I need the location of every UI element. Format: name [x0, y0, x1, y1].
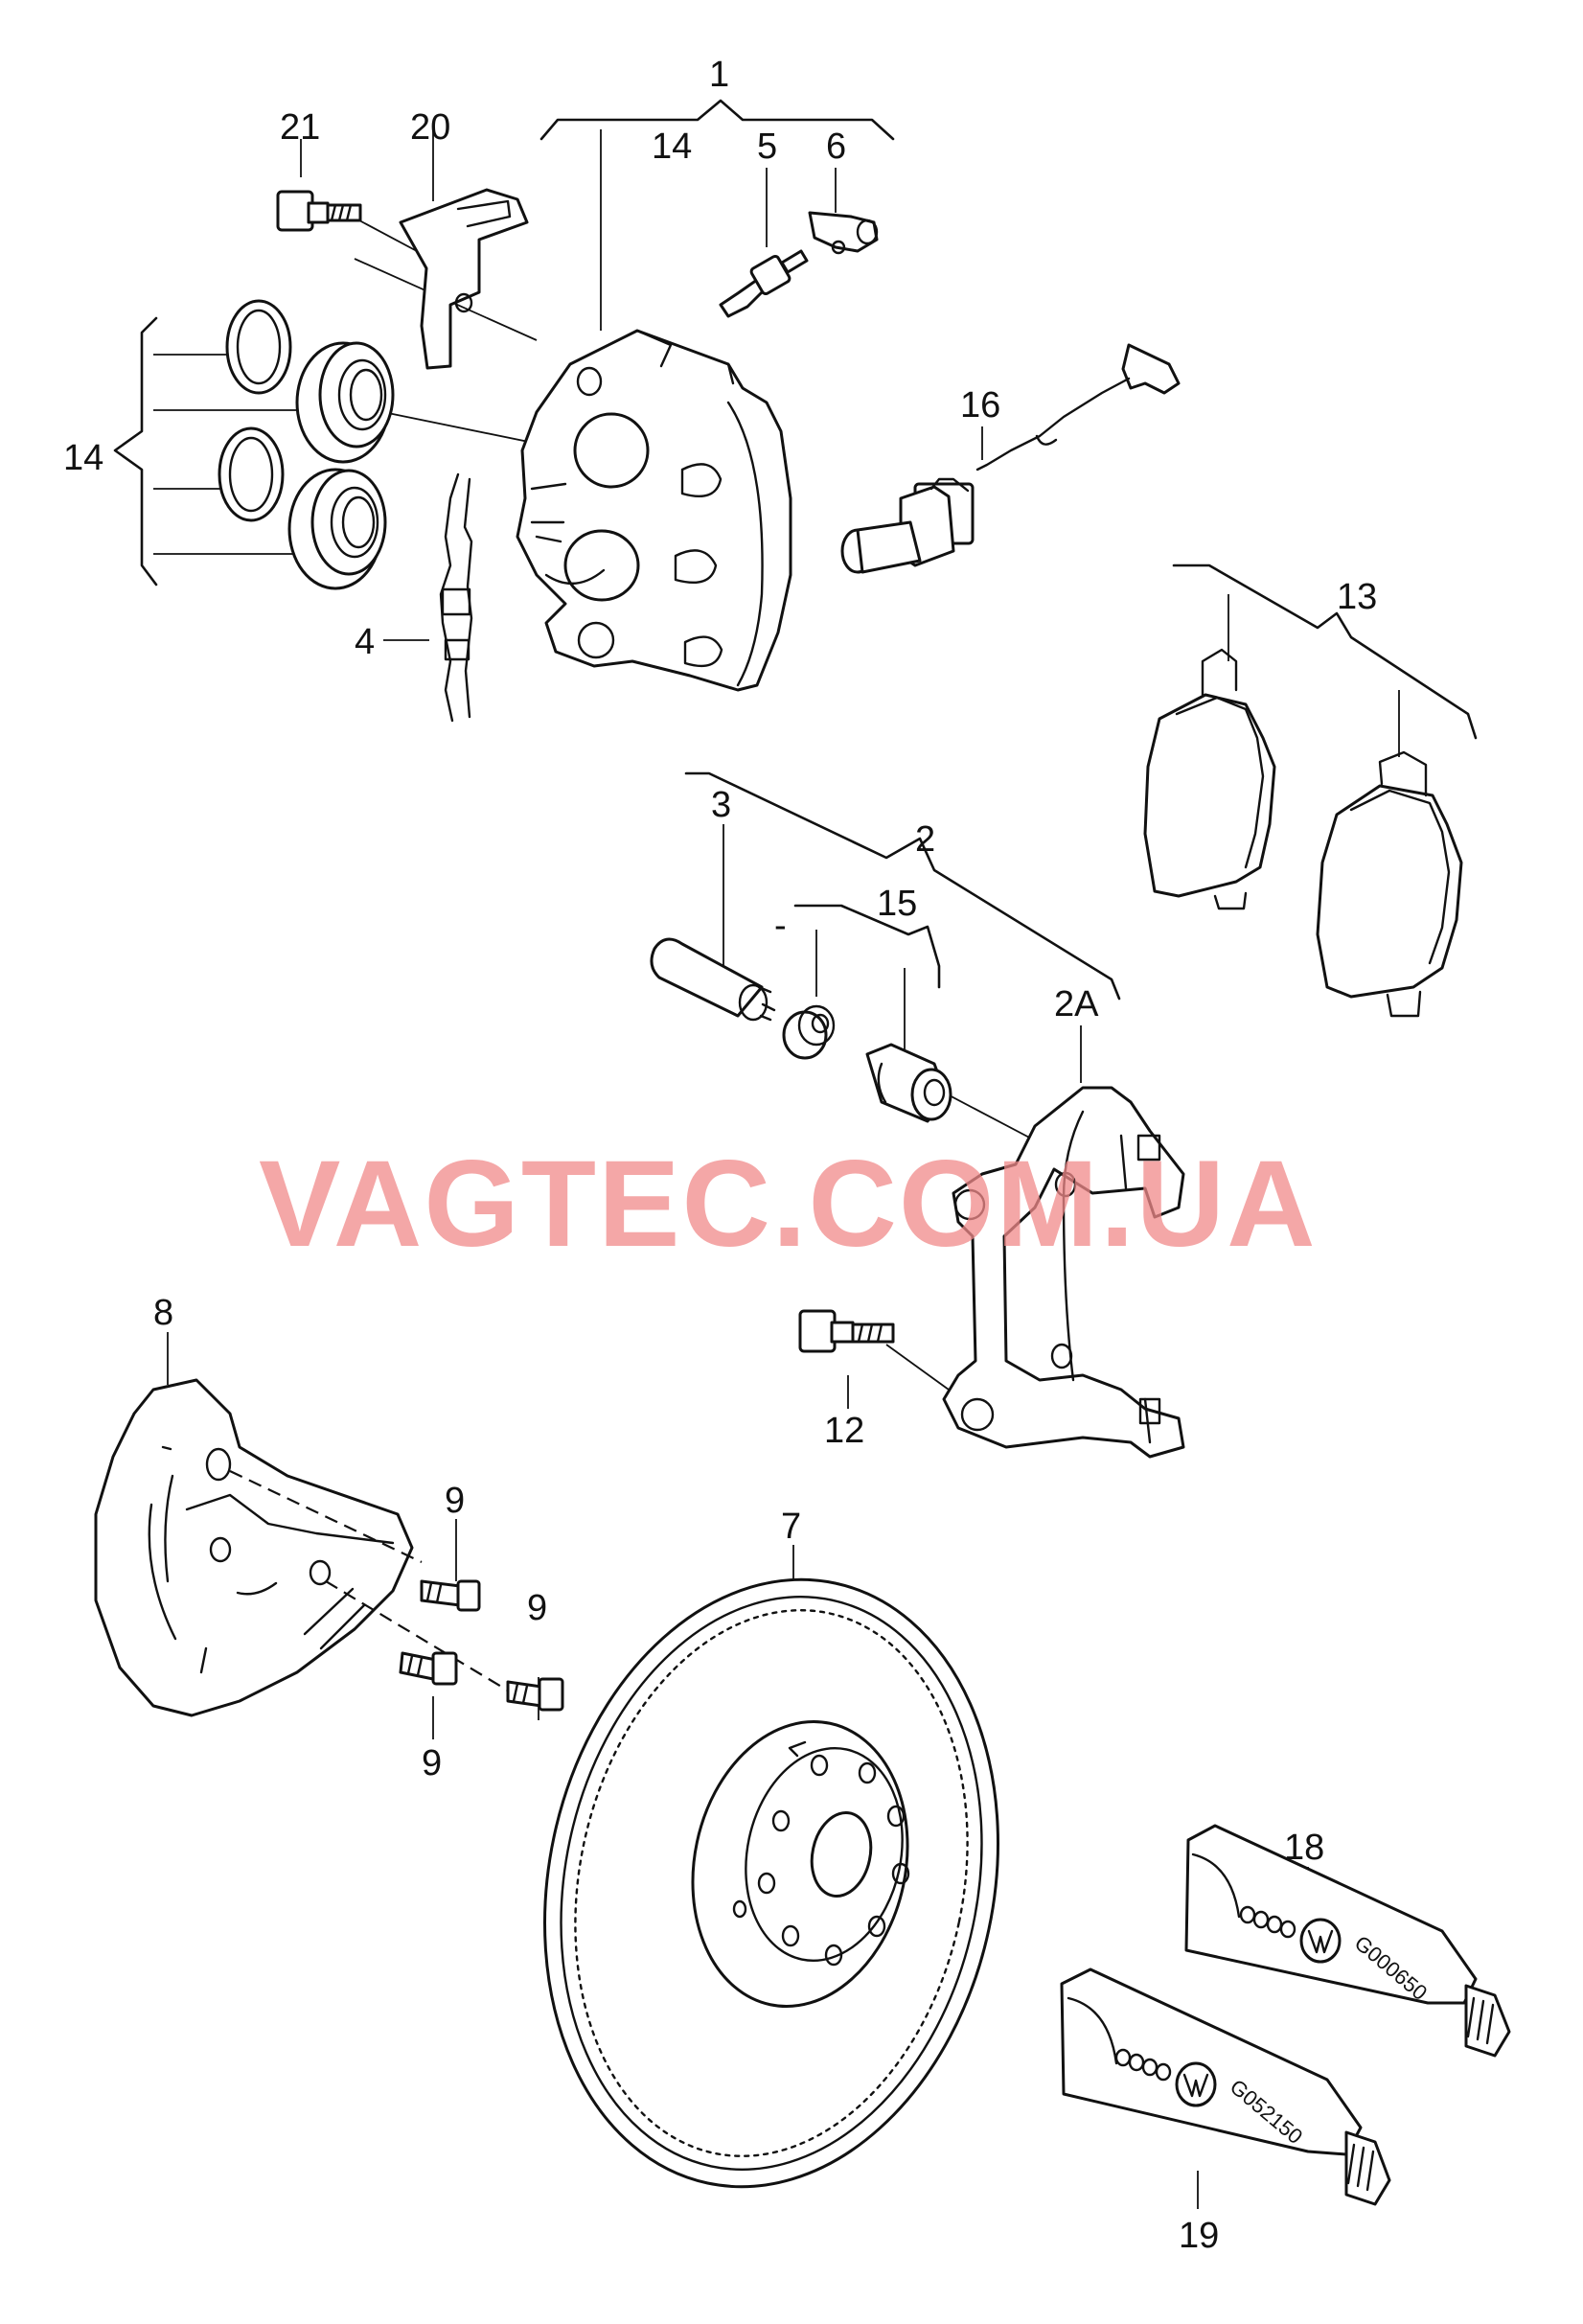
callout-21: 21: [280, 107, 320, 148]
callout-9-upper: 9: [445, 1481, 465, 1521]
wear-sensor-16: [840, 343, 1181, 574]
callout-5: 5: [757, 127, 777, 167]
screw-9-lower: [399, 1651, 458, 1686]
bracket-15: [793, 904, 941, 989]
callout-9-right: 9: [527, 1588, 547, 1628]
grease-tube-19: [1060, 1967, 1391, 2206]
brake-pad-13-rear: [1316, 750, 1463, 1018]
callout-6: 6: [826, 127, 846, 167]
callout-15: 15: [877, 884, 917, 924]
callout-14-left: 14: [63, 438, 103, 478]
caliper-carrier-2a: [942, 1086, 1185, 1459]
guide-bushing-small: [782, 1004, 836, 1060]
brake-disc-7: [543, 1577, 999, 2189]
callout-7: 7: [781, 1507, 801, 1547]
piston-upper: [295, 341, 395, 464]
bracket-14-left: [113, 316, 158, 587]
bolt-12: [798, 1309, 895, 1353]
callout-9-lower: 9: [422, 1743, 442, 1783]
seal-ring-upper: [225, 299, 292, 395]
bracket-1: [539, 99, 895, 141]
spreader-spring-4: [439, 472, 473, 723]
piston-lower: [287, 468, 387, 590]
callout-20: 20: [410, 107, 450, 148]
callout-2a: 2A: [1054, 984, 1099, 1024]
callout-14-top: 14: [652, 127, 692, 167]
dust-cap-6: [808, 211, 879, 255]
screw-9-right: [506, 1677, 564, 1712]
brake-pad-13-front: [1143, 648, 1276, 910]
callout-8: 8: [153, 1293, 173, 1333]
seal-ring-lower: [218, 426, 285, 522]
bracket-13: [1172, 564, 1478, 740]
bracket-2: [684, 771, 1121, 1001]
callout-13: 13: [1337, 577, 1377, 617]
callout-18: 18: [1284, 1828, 1324, 1868]
callout-16: 16: [960, 385, 1000, 426]
guide-pin-3: [650, 937, 776, 1022]
callout-dash: -: [774, 906, 787, 946]
guide-bushing-large: [865, 1043, 952, 1123]
holding-plate-20: [399, 188, 529, 370]
bleeder-screw-5: [719, 249, 809, 318]
callout-3: 3: [711, 785, 731, 825]
callout-12: 12: [824, 1411, 864, 1451]
callout-1: 1: [709, 55, 729, 95]
callout-4: 4: [355, 622, 375, 662]
brake-caliper-1: [516, 329, 792, 692]
splash-shield-8: [94, 1378, 518, 1717]
callout-19: 19: [1179, 2216, 1219, 2256]
grease-tube-18: [1184, 1824, 1511, 2058]
callout-2: 2: [915, 819, 935, 860]
watermark: VAGTEC.COM.UA: [259, 1136, 1318, 1273]
leader-lines: [153, 125, 1400, 2209]
screw-9-upper: [420, 1579, 481, 1612]
